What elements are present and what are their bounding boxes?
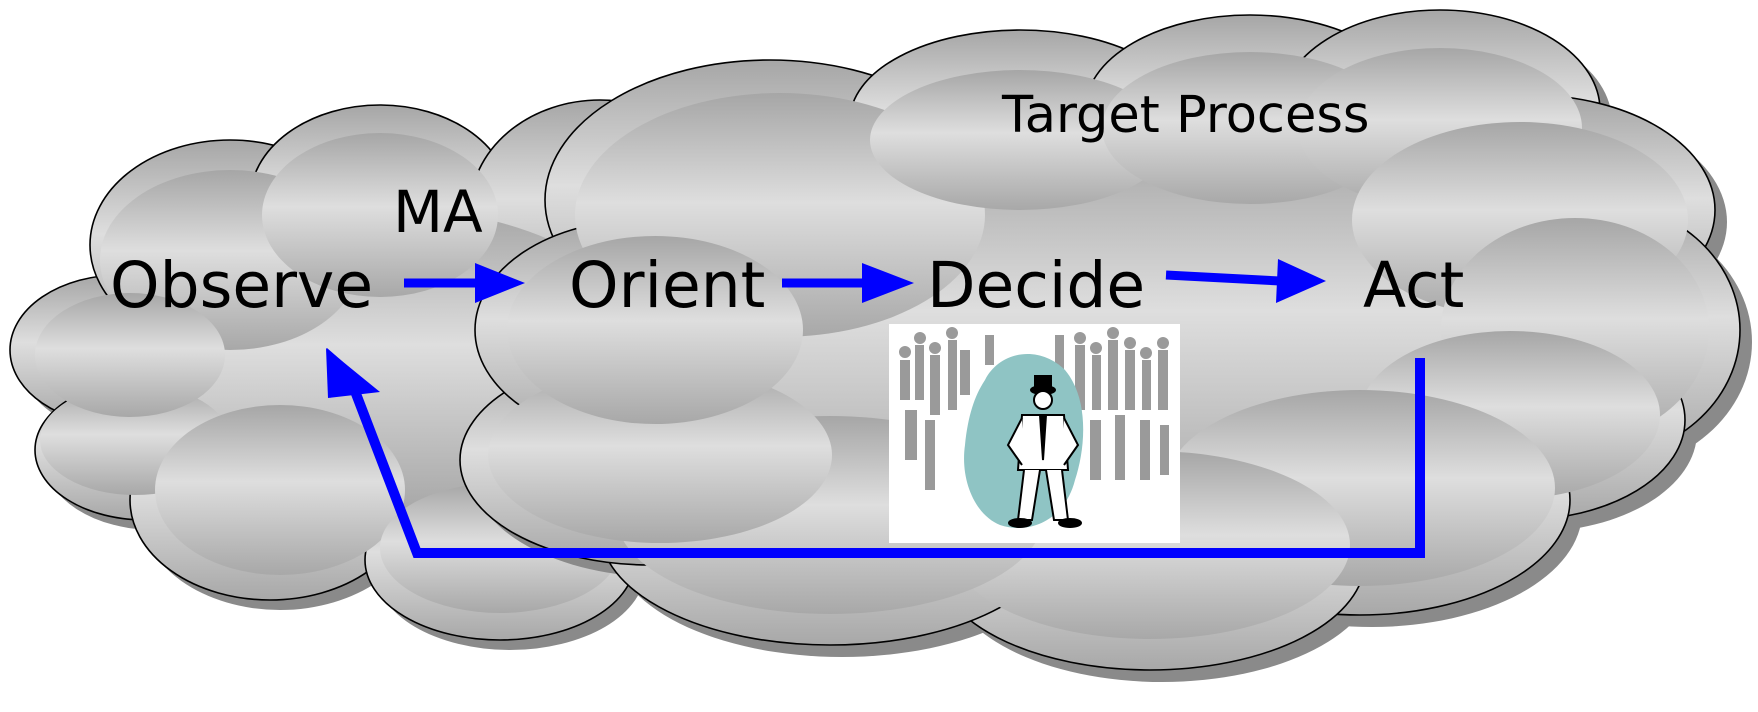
- man-in-crowd-picture: [889, 324, 1180, 543]
- act-to-observe-feedback-arrow: [326, 348, 1425, 558]
- target-process-label: Target Process: [1001, 86, 1369, 145]
- orient-label: Orient: [569, 249, 765, 322]
- observe-label: Observe: [110, 249, 373, 322]
- decide-to-act-arrow: [1165, 259, 1326, 303]
- orient-to-decide-arrow: [782, 263, 914, 303]
- decide-label: Decide: [927, 249, 1145, 322]
- observe-to-orient-arrow: [404, 263, 525, 303]
- ma-label: MA: [393, 178, 483, 246]
- man-figure: [1006, 375, 1082, 528]
- crowd-figures: [899, 327, 1169, 490]
- act-label: Act: [1363, 249, 1464, 322]
